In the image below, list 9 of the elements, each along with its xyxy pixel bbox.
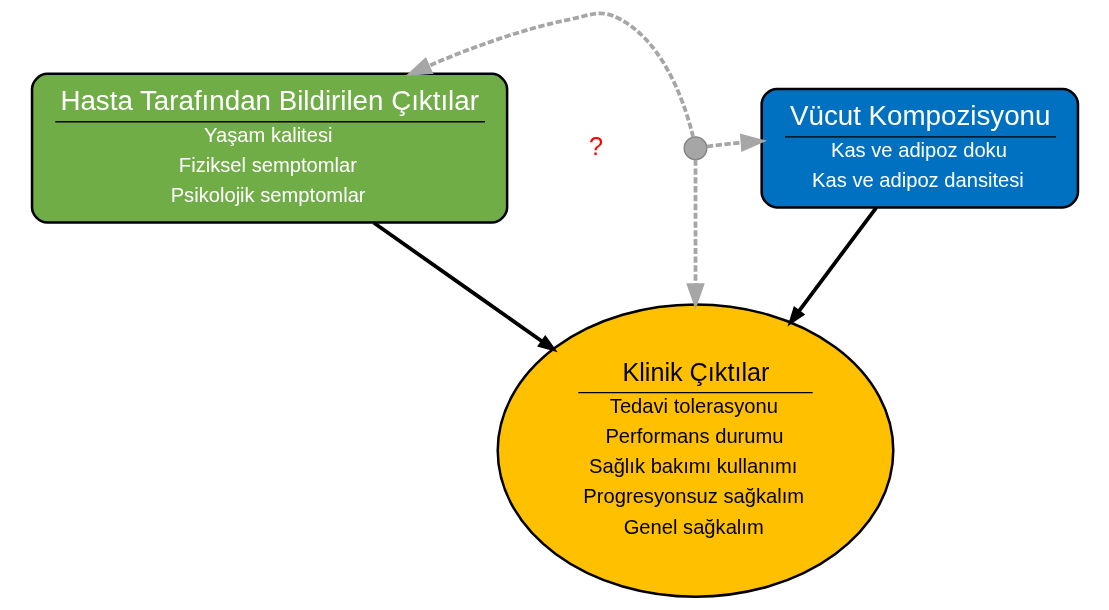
node-box: Hasta Tarafından Bildirilen Çıktılar Yaşam kalitesi Fiziksel semptomlar Psikolojik semptomlar: [30, 72, 508, 224]
arrow: [404, 11, 695, 138]
node-point: [683, 136, 707, 161]
arrow: [372, 221, 558, 353]
arrow: [685, 159, 705, 310]
arrow: [706, 133, 767, 152]
node-box: Vücut Kompozisyonu Kas ve adipoz doku Kas ve adipoz dansitesi: [759, 87, 1079, 209]
arrow: [786, 206, 878, 327]
label: ?: [588, 131, 603, 160]
